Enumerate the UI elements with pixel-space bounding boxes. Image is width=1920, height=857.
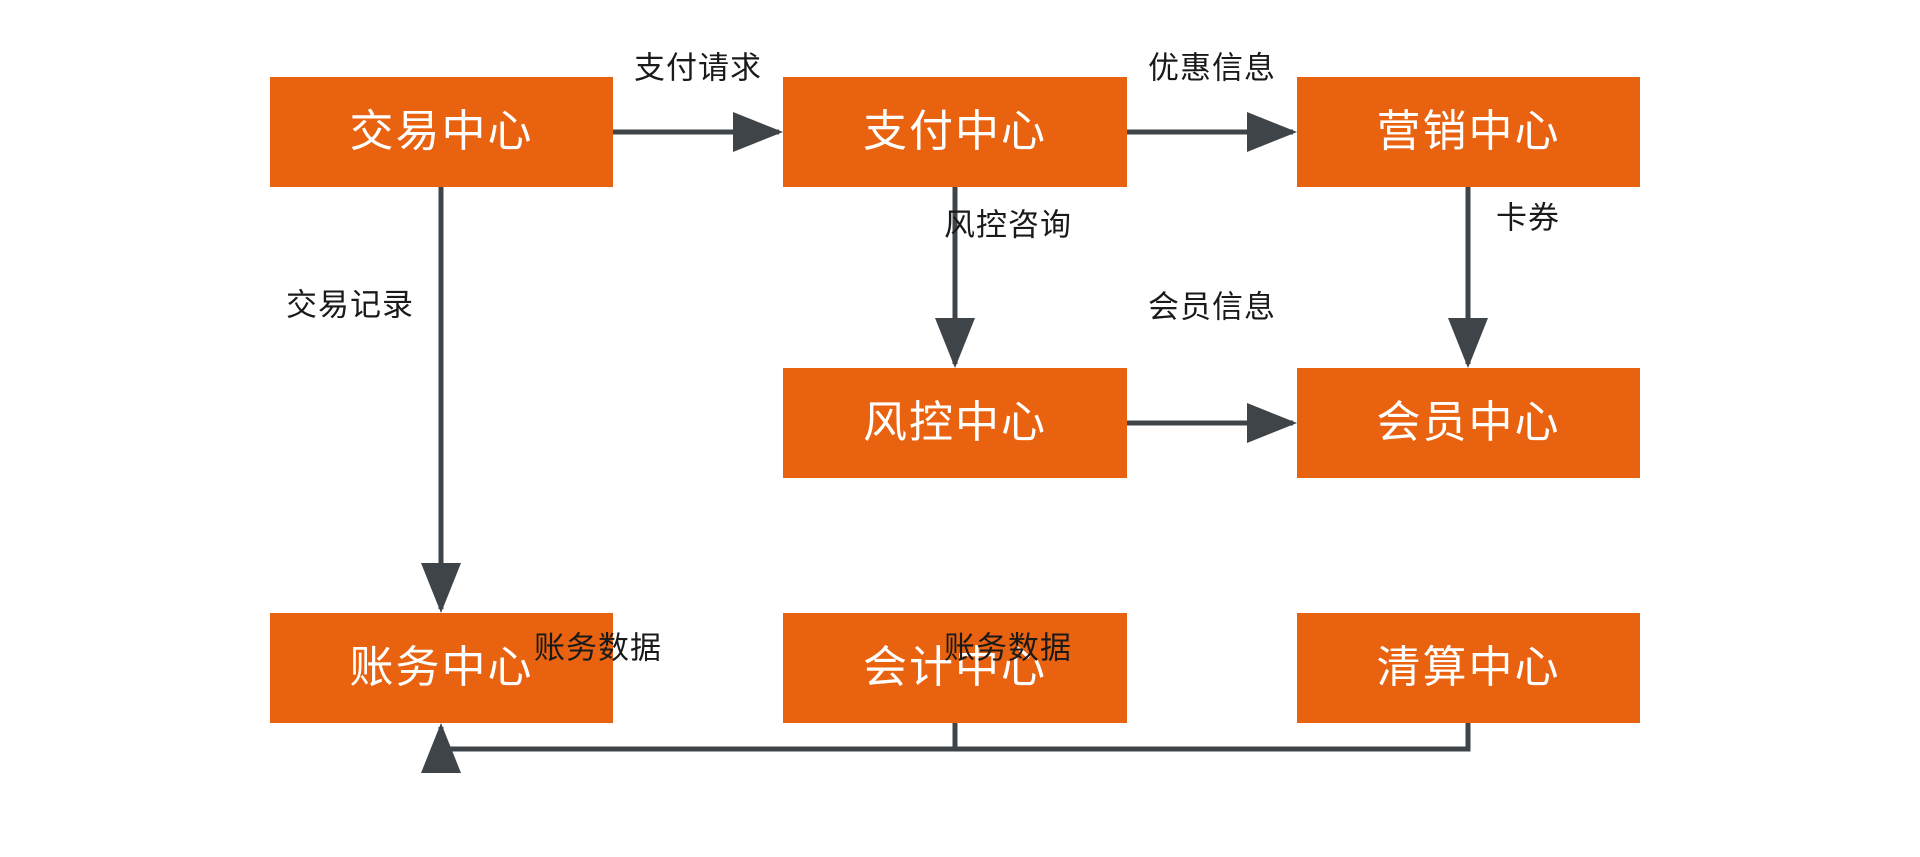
node-payment-center[interactable]: 支付中心 bbox=[783, 77, 1127, 187]
edge-label-discount-info: 优惠信息 bbox=[1148, 50, 1276, 86]
edge-label-account-data-left: 账务数据 bbox=[534, 630, 662, 666]
node-accounting-center[interactable]: 会计中心 bbox=[783, 613, 1127, 723]
edge-label-payment-request: 支付请求 bbox=[634, 50, 762, 86]
node-risk-control-center[interactable]: 风控中心 bbox=[783, 368, 1127, 478]
edge-settlement-to-account bbox=[955, 723, 1471, 752]
edge-label-risk-consultation: 风控咨询 bbox=[944, 207, 1072, 243]
edge-accounting-to-account bbox=[421, 722, 958, 773]
edge-label-transaction-record: 交易记录 bbox=[286, 287, 414, 323]
node-marketing-center[interactable]: 营销中心 bbox=[1297, 77, 1640, 187]
node-settlement-center[interactable]: 清算中心 bbox=[1297, 613, 1640, 723]
node-account-center[interactable]: 账务中心 bbox=[270, 613, 613, 723]
edge-label-member-info: 会员信息 bbox=[1148, 289, 1276, 325]
node-member-center[interactable]: 会员中心 bbox=[1297, 368, 1640, 478]
edge-label-coupon: 卡券 bbox=[1496, 200, 1560, 236]
edge-label-account-data-right: 账务数据 bbox=[944, 630, 1072, 666]
node-trade-center[interactable]: 交易中心 bbox=[270, 77, 613, 187]
